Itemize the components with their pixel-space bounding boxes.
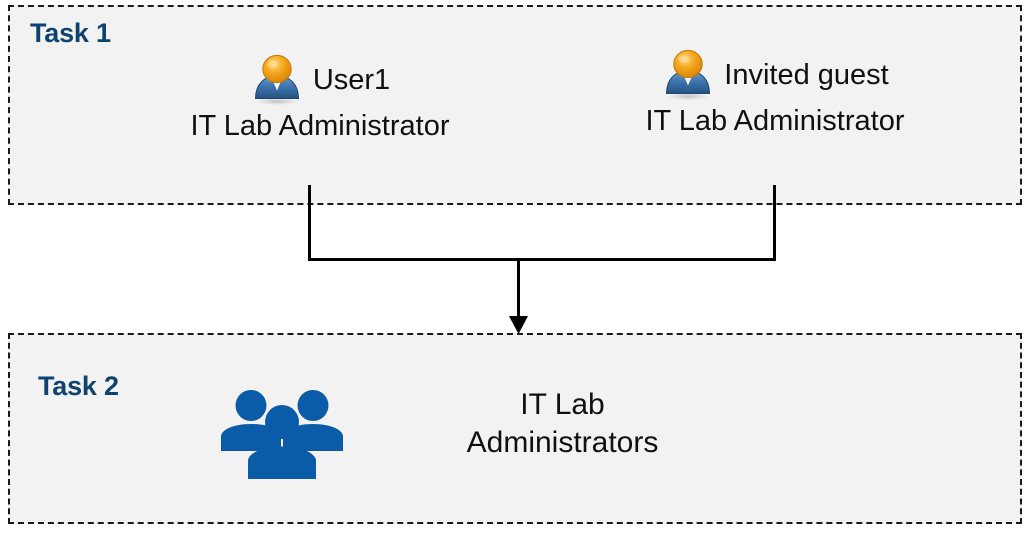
arrow-down-icon [509, 316, 528, 334]
task1-container [8, 5, 1022, 205]
group-name-line2: Administrators [466, 426, 659, 460]
person-user1-role: IT Lab Administrator [190, 110, 450, 142]
task2-container [8, 333, 1022, 524]
person-invited-guest-role: IT Lab Administrator [645, 105, 905, 137]
person-invited-guest-row: Invited guest [560, 47, 990, 103]
person-user1: User1 IT Lab Administrator [120, 52, 520, 141]
group-name-line1: IT Lab [520, 388, 605, 421]
task1-label: Task 1 [30, 18, 111, 48]
user-icon [250, 54, 304, 106]
user-icon [661, 49, 715, 101]
people-group-icon [212, 388, 352, 480]
person-user1-row: User1 [120, 52, 520, 108]
person-invited-guest-name: Invited guest [724, 58, 889, 91]
task2-label: Task 2 [38, 371, 119, 401]
person-invited-guest: Invited guest IT Lab Administrator [560, 47, 990, 136]
group-name: IT Lab Administrators [390, 386, 735, 463]
person-user1-name: User1 [312, 63, 391, 96]
